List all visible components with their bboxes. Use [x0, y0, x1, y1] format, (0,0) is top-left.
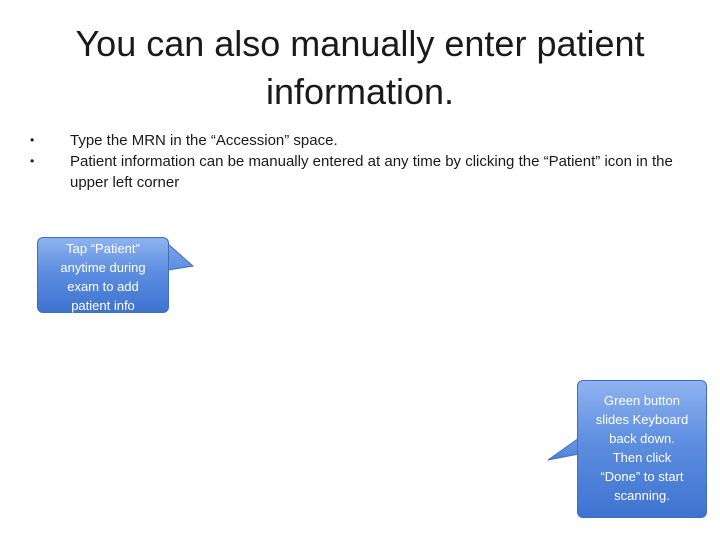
bullet-dot-icon: • — [30, 133, 35, 147]
slide-title: You can also manually enter patient info… — [75, 23, 645, 112]
callout-keyboard-tip: Green button slides Keyboard back down. … — [577, 380, 707, 518]
callout-patient-tip: Tap “Patient” anytime during exam to add… — [37, 237, 169, 313]
bullet-text: Type the MRN in the “Accession” space. — [70, 132, 338, 149]
bullet-list: • Type the MRN in the “Accession” space.… — [30, 130, 700, 193]
bullet-text: Patient information can be manually ente… — [70, 153, 673, 191]
callout-pointer-icon — [547, 437, 580, 461]
bullet-item: • Patient information can be manually en… — [30, 151, 700, 193]
callout-pointer-icon — [167, 242, 195, 271]
bullet-item: • Type the MRN in the “Accession” space. — [30, 130, 700, 151]
callout-text: Tap “Patient” anytime during exam to add… — [60, 241, 146, 313]
bullet-dot-icon: • — [30, 154, 35, 168]
callout-text: Green button slides Keyboard back down. … — [595, 393, 689, 503]
